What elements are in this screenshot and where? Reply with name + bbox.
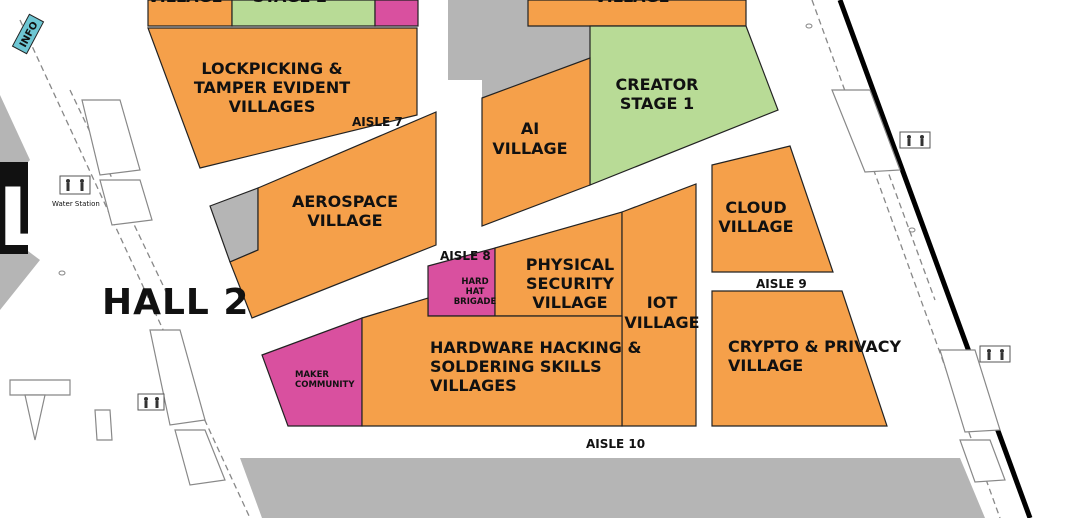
label-village-top-center: VILLAGE — [594, 0, 669, 6]
aisle-10-label: AISLE 10 — [586, 437, 645, 451]
area-crypto-privacy[interactable] — [711, 290, 888, 427]
hall-sign-glyph: L — [0, 171, 49, 264]
wall-line — [19, 19, 251, 519]
restroom-icon — [66, 179, 84, 191]
wall-details-right — [831, 89, 1006, 483]
area-cloud-village[interactable] — [711, 145, 834, 273]
restroom-icon[interactable] — [979, 345, 1011, 363]
hall-label: HALL 2 — [102, 282, 249, 323]
wall-line — [69, 89, 171, 301]
wall-line — [811, 0, 1001, 519]
gray-block — [448, 0, 590, 98]
aerospace-gray — [209, 187, 259, 263]
restroom-icon[interactable] — [137, 393, 165, 411]
hall-sign-left: L — [0, 162, 49, 264]
hall-boundary-gray — [240, 458, 985, 518]
aisle-9-label: AISLE 9 — [756, 277, 807, 291]
area-aerospace[interactable] — [229, 111, 437, 319]
marker-dot — [58, 270, 66, 276]
marker-dot — [908, 227, 916, 233]
water-station-label: Water Station — [52, 200, 100, 208]
info-badge[interactable]: INFO — [11, 13, 45, 55]
area-ai-village[interactable] — [481, 57, 591, 227]
area-lockpicking[interactable] — [147, 27, 418, 169]
area-community-top[interactable] — [374, 0, 419, 27]
marker-dot — [805, 23, 813, 29]
aisle-8-label: AISLE 8 — [440, 249, 491, 263]
wall-line — [857, 89, 936, 301]
label-stage-2: STAGE 2 — [253, 0, 327, 6]
label-village-top-left: VILLAGE — [147, 0, 222, 6]
restroom-icon[interactable] — [899, 131, 931, 149]
area-hardware-hacking[interactable] — [361, 297, 623, 427]
wall-details-left — [9, 99, 226, 486]
water-station[interactable]: Water Station — [52, 175, 100, 208]
aisle-7-label: AISLE 7 — [352, 115, 403, 129]
hall-outer-wall — [837, 0, 1033, 519]
